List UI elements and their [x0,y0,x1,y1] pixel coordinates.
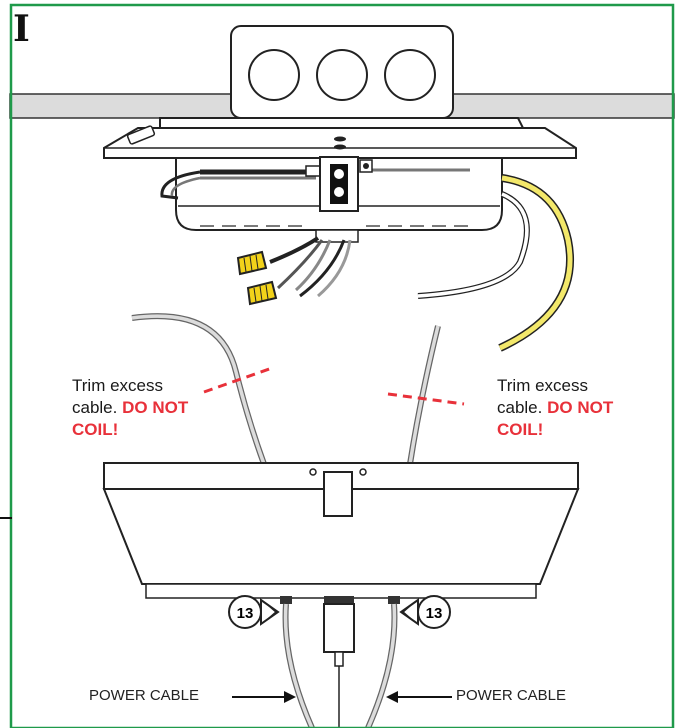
frame-border [9,3,675,728]
power-cable-right [365,603,398,728]
power-cable-left [282,603,315,728]
step-badge-right: 13 [399,595,451,629]
trim-line-right [387,392,465,406]
trim-line-left [203,366,273,394]
knockout-2 [316,49,368,101]
wire-connectors [236,236,352,306]
warning-text: COIL! [72,420,119,439]
center-rod [323,603,355,728]
trim-note-right-line2: cable. DO NOT [497,398,614,417]
step-letter: I [13,8,30,50]
fixture-cable-left [131,313,267,466]
supply-wires-right [417,174,575,352]
power-cable-label-left: POWER CABLE [89,687,200,704]
trim-note-left-line2: cable. DO NOT [72,398,189,417]
mounting-plate [103,117,577,159]
fixture-body [102,462,580,604]
fixture-cable-right [407,325,441,465]
junction-box [230,25,454,119]
fixture-latch [323,471,353,517]
warning-text: DO NOT [122,398,189,417]
arrow-right [386,691,452,703]
warning-text: COIL! [497,420,544,439]
step-badge-left: 13 [228,595,280,629]
knockout-3 [384,49,436,101]
trim-note-right-line1: Trim excess [497,376,588,395]
trim-note-left-line1: Trim excess [72,376,163,395]
driver-housing [160,156,503,243]
warning-text: DO NOT [547,398,614,417]
badge-left-number: 13 [237,605,254,622]
trim-note-left: Trim excess cable. DO NOT COIL! [72,375,188,441]
arrow-left [232,691,296,703]
power-cable-label-right: POWER CABLE [456,687,567,704]
badge-right-number: 13 [426,605,443,622]
knockout-1 [248,49,300,101]
trim-note-right: Trim excess cable. DO NOT COIL! [497,375,613,441]
